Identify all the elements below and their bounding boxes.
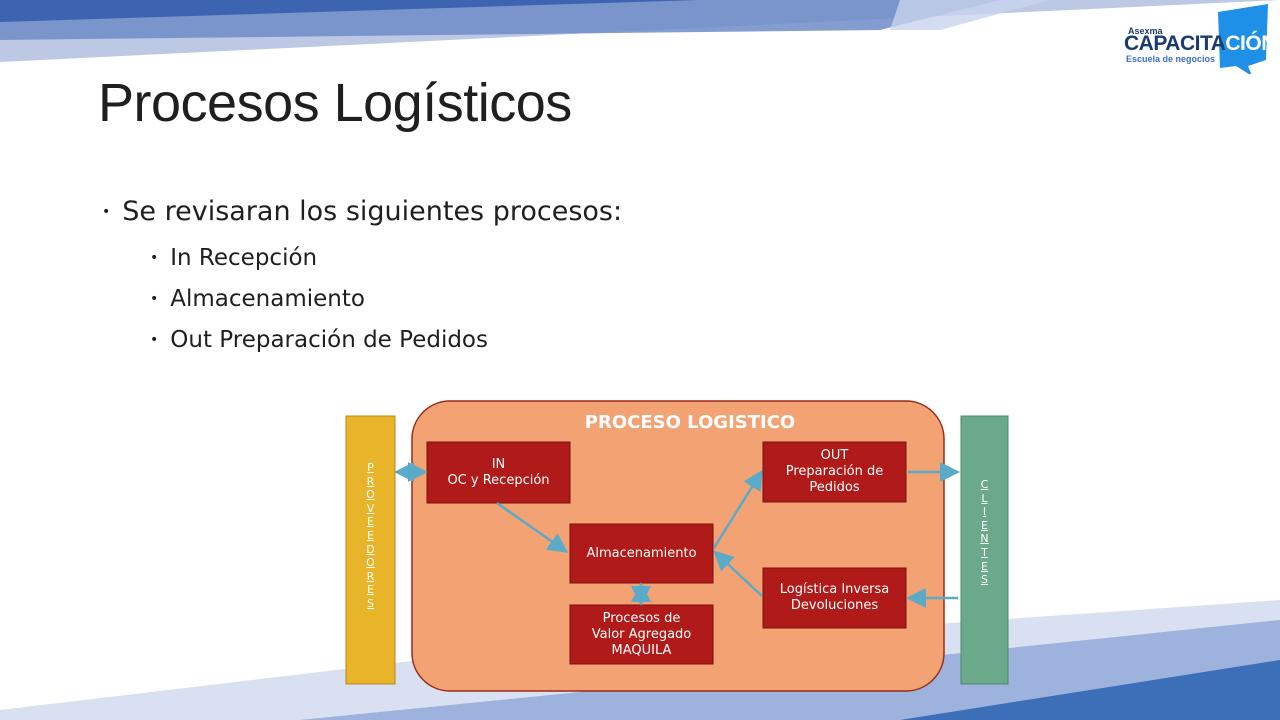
- capacitacion-logo: Asexma CAPACITACIÓN Escuela de negocios: [1122, 4, 1276, 78]
- logo-small-text: Asexma: [1128, 26, 1163, 36]
- logo-speech-bubble-icon: [1218, 4, 1268, 74]
- bullet-dot-icon: •: [150, 331, 159, 348]
- box-almacenamiento-label: Almacenamiento: [586, 545, 697, 561]
- box-in: [426, 441, 571, 504]
- logo-main-text: CAPACITACIÓN: [1124, 32, 1276, 55]
- bullet-dot-icon: •: [102, 203, 111, 220]
- sub-bullet: •In Recepción: [150, 244, 318, 271]
- box-valor-agregado: [569, 604, 714, 665]
- logo-subtitle: Escuela de negocios: [1126, 54, 1216, 64]
- arrow-inversa-almacen: [713, 550, 763, 597]
- bullet-main: •Se revisaran los siguientes procesos:: [102, 196, 623, 227]
- bullet-dot-icon: •: [150, 249, 159, 266]
- bullet-dot-icon: •: [150, 290, 159, 307]
- slide-title: Procesos Logísticos: [98, 73, 572, 133]
- bullet-list: •Se revisaran los siguientes procesos: •…: [102, 196, 622, 360]
- proveedores-bar: [345, 415, 396, 685]
- box-almacenamiento: [569, 523, 714, 584]
- sub-bullet: •Almacenamiento: [150, 285, 365, 312]
- sub-bullet: •Out Preparación de Pedidos: [150, 326, 488, 353]
- clientes-bar: [960, 415, 1009, 685]
- box-out: [762, 441, 907, 503]
- box-logistica-inversa: [762, 567, 907, 629]
- arrow-almacen-out: [712, 469, 763, 549]
- process-title: PROCESO LOGISTICO: [584, 412, 796, 433]
- arrow-in-almacen: [496, 501, 569, 553]
